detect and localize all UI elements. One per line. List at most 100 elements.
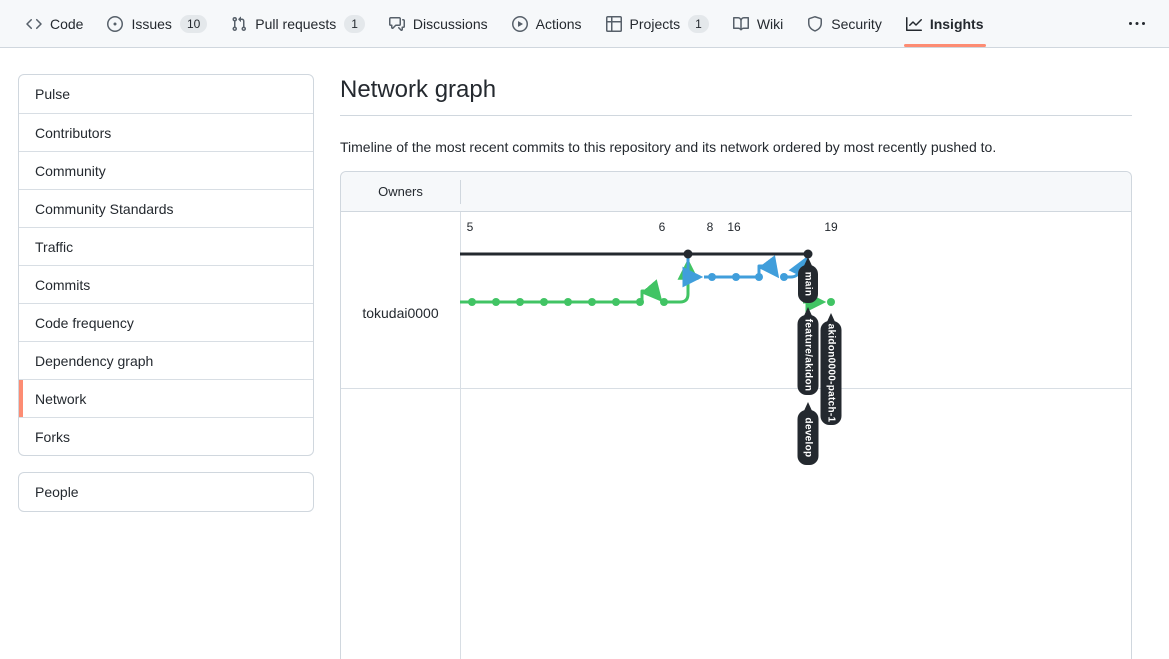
commit-dot — [708, 273, 716, 281]
tab-security[interactable]: Security — [795, 0, 894, 47]
discussions-icon — [388, 16, 405, 31]
tab-label: Discussions — [412, 15, 488, 32]
sidebar-item-community-standards[interactable]: Community Standards — [19, 189, 313, 227]
tab-wiki[interactable]: Wiki — [721, 0, 795, 47]
commit-dot — [732, 273, 740, 281]
owner-row: tokudai0000 — [341, 212, 1131, 389]
feature-line — [640, 279, 663, 302]
security-icon — [808, 15, 823, 32]
tab-projects[interactable]: Projects 1 — [594, 0, 721, 47]
wiki-icon — [732, 16, 749, 30]
sidebar-item-label: Pulse — [35, 86, 71, 102]
sidebar-item-label: Community Standards — [35, 200, 174, 217]
tab-label: Projects — [629, 15, 681, 32]
branch-label-main: main — [798, 257, 818, 303]
graph-body: tokudai0000 5 6 8 16 19 main feature/akid… — [341, 212, 1131, 659]
sidebar-item-code-frequency[interactable]: Code frequency — [19, 303, 313, 341]
svg-text:develop: develop — [803, 418, 814, 458]
network-graph-main: Network graph Timeline of the most recen… — [340, 74, 1132, 659]
commit-dot — [803, 249, 813, 259]
projects-icon — [605, 15, 622, 32]
sidebar-item-label: People — [35, 484, 79, 500]
tab-label: Actions — [535, 15, 582, 32]
sidebar-item-label: Network — [35, 390, 87, 407]
sidebar-item-network[interactable]: Network — [19, 379, 313, 417]
code-icon — [26, 18, 42, 29]
commit-dot — [612, 298, 620, 306]
tab-code[interactable]: Code — [14, 0, 95, 47]
sidebar-item-label: Community — [35, 162, 106, 179]
insights-icon — [905, 16, 922, 31]
tab-issues[interactable]: Issues 10 — [95, 0, 219, 47]
develop-line — [784, 256, 808, 280]
tab-label: Pull requests — [255, 15, 337, 32]
sidebar-item-traffic[interactable]: Traffic — [19, 227, 313, 265]
actions-icon — [511, 15, 528, 32]
commit-dot — [827, 298, 835, 306]
owner-name-link[interactable]: tokudai0000 — [362, 305, 439, 321]
issues-icon — [107, 15, 124, 32]
kebab-icon — [1129, 21, 1145, 25]
tab-label: Insights — [929, 15, 984, 32]
insights-menu: Pulse Contributors Community Community S… — [18, 74, 314, 456]
timeline-day-label: 19 — [824, 220, 838, 234]
branch-label-feature/akidon: feature/akidon — [797, 307, 819, 395]
timeline-day-label: 8 — [706, 220, 714, 234]
tab-pull-requests[interactable]: Pull requests 1 — [219, 0, 377, 47]
people-menu: People — [18, 472, 314, 512]
owners-column-header: Owners — [378, 184, 423, 199]
nav-overflow-button[interactable] — [1119, 0, 1155, 47]
commit-dot — [468, 298, 476, 306]
svg-text:feature/akidon: feature/akidon — [803, 319, 814, 392]
commit-dot — [588, 298, 596, 306]
network-graph-canvas[interactable]: main feature/akidon akidon0000-patch-1 deve… — [341, 212, 1131, 659]
page-title: Network graph — [340, 74, 1132, 116]
sidebar-item-label: Traffic — [35, 238, 74, 255]
issues-count-badge: 10 — [179, 14, 208, 33]
network-graph-panel: Owners tokudai0000 5 6 8 16 19 main featu… — [340, 171, 1132, 659]
tab-label: Code — [50, 15, 84, 32]
sidebar-item-commits[interactable]: Commits — [19, 265, 313, 303]
tab-insights[interactable]: Insights — [894, 0, 996, 47]
commit-dot — [755, 273, 763, 281]
commit-dot — [492, 298, 500, 306]
body-column-divider — [460, 212, 461, 659]
commit-dot — [780, 273, 788, 281]
sidebar-item-label: Code frequency — [35, 314, 134, 331]
sidebar-item-pulse[interactable]: Pulse — [19, 75, 313, 113]
feature-line — [664, 258, 699, 304]
sidebar-item-label: Contributors — [35, 124, 112, 141]
tab-label: Security — [831, 15, 882, 32]
branch-label-akidon0000-patch-1: akidon0000-patch-1 — [820, 313, 842, 425]
timeline-day-label: 6 — [658, 220, 666, 234]
commit-dot — [683, 249, 693, 259]
pull-requests-icon — [232, 16, 247, 31]
commit-dot — [564, 298, 572, 306]
commit-dot — [516, 298, 524, 306]
header-column-divider — [460, 180, 461, 204]
tab-actions[interactable]: Actions — [500, 0, 594, 47]
sidebar-item-dependency-graph[interactable]: Dependency graph — [19, 341, 313, 379]
commit-dot — [540, 298, 548, 306]
sidebar-item-people[interactable]: People — [19, 473, 313, 511]
graph-header: Owners — [341, 172, 1131, 212]
projects-count-badge: 1 — [688, 14, 709, 33]
tab-label: Wiki — [756, 15, 784, 32]
sidebar-item-community[interactable]: Community — [19, 151, 313, 189]
sidebar-item-forks[interactable]: Forks — [19, 417, 313, 455]
timeline-day-label: 5 — [466, 220, 474, 234]
timeline-day-label: 16 — [727, 220, 741, 234]
develop-line — [757, 255, 780, 279]
repo-tab-bar: Code Issues 10 Pull requests 1 Discussio… — [0, 0, 1169, 48]
sidebar-item-contributors[interactable]: Contributors — [19, 113, 313, 151]
svg-text:main: main — [803, 272, 814, 297]
svg-text:akidon0000-patch-1: akidon0000-patch-1 — [826, 324, 837, 423]
sidebar-item-label: Dependency graph — [35, 352, 154, 369]
branch-label-develop: develop — [797, 402, 819, 465]
tab-label: Issues — [131, 15, 172, 32]
pull-requests-count-badge: 1 — [344, 14, 365, 33]
develop-line — [682, 257, 704, 288]
tab-discussions[interactable]: Discussions — [377, 0, 500, 47]
sidebar-item-label: Forks — [35, 428, 70, 445]
commit-dot — [636, 298, 644, 306]
